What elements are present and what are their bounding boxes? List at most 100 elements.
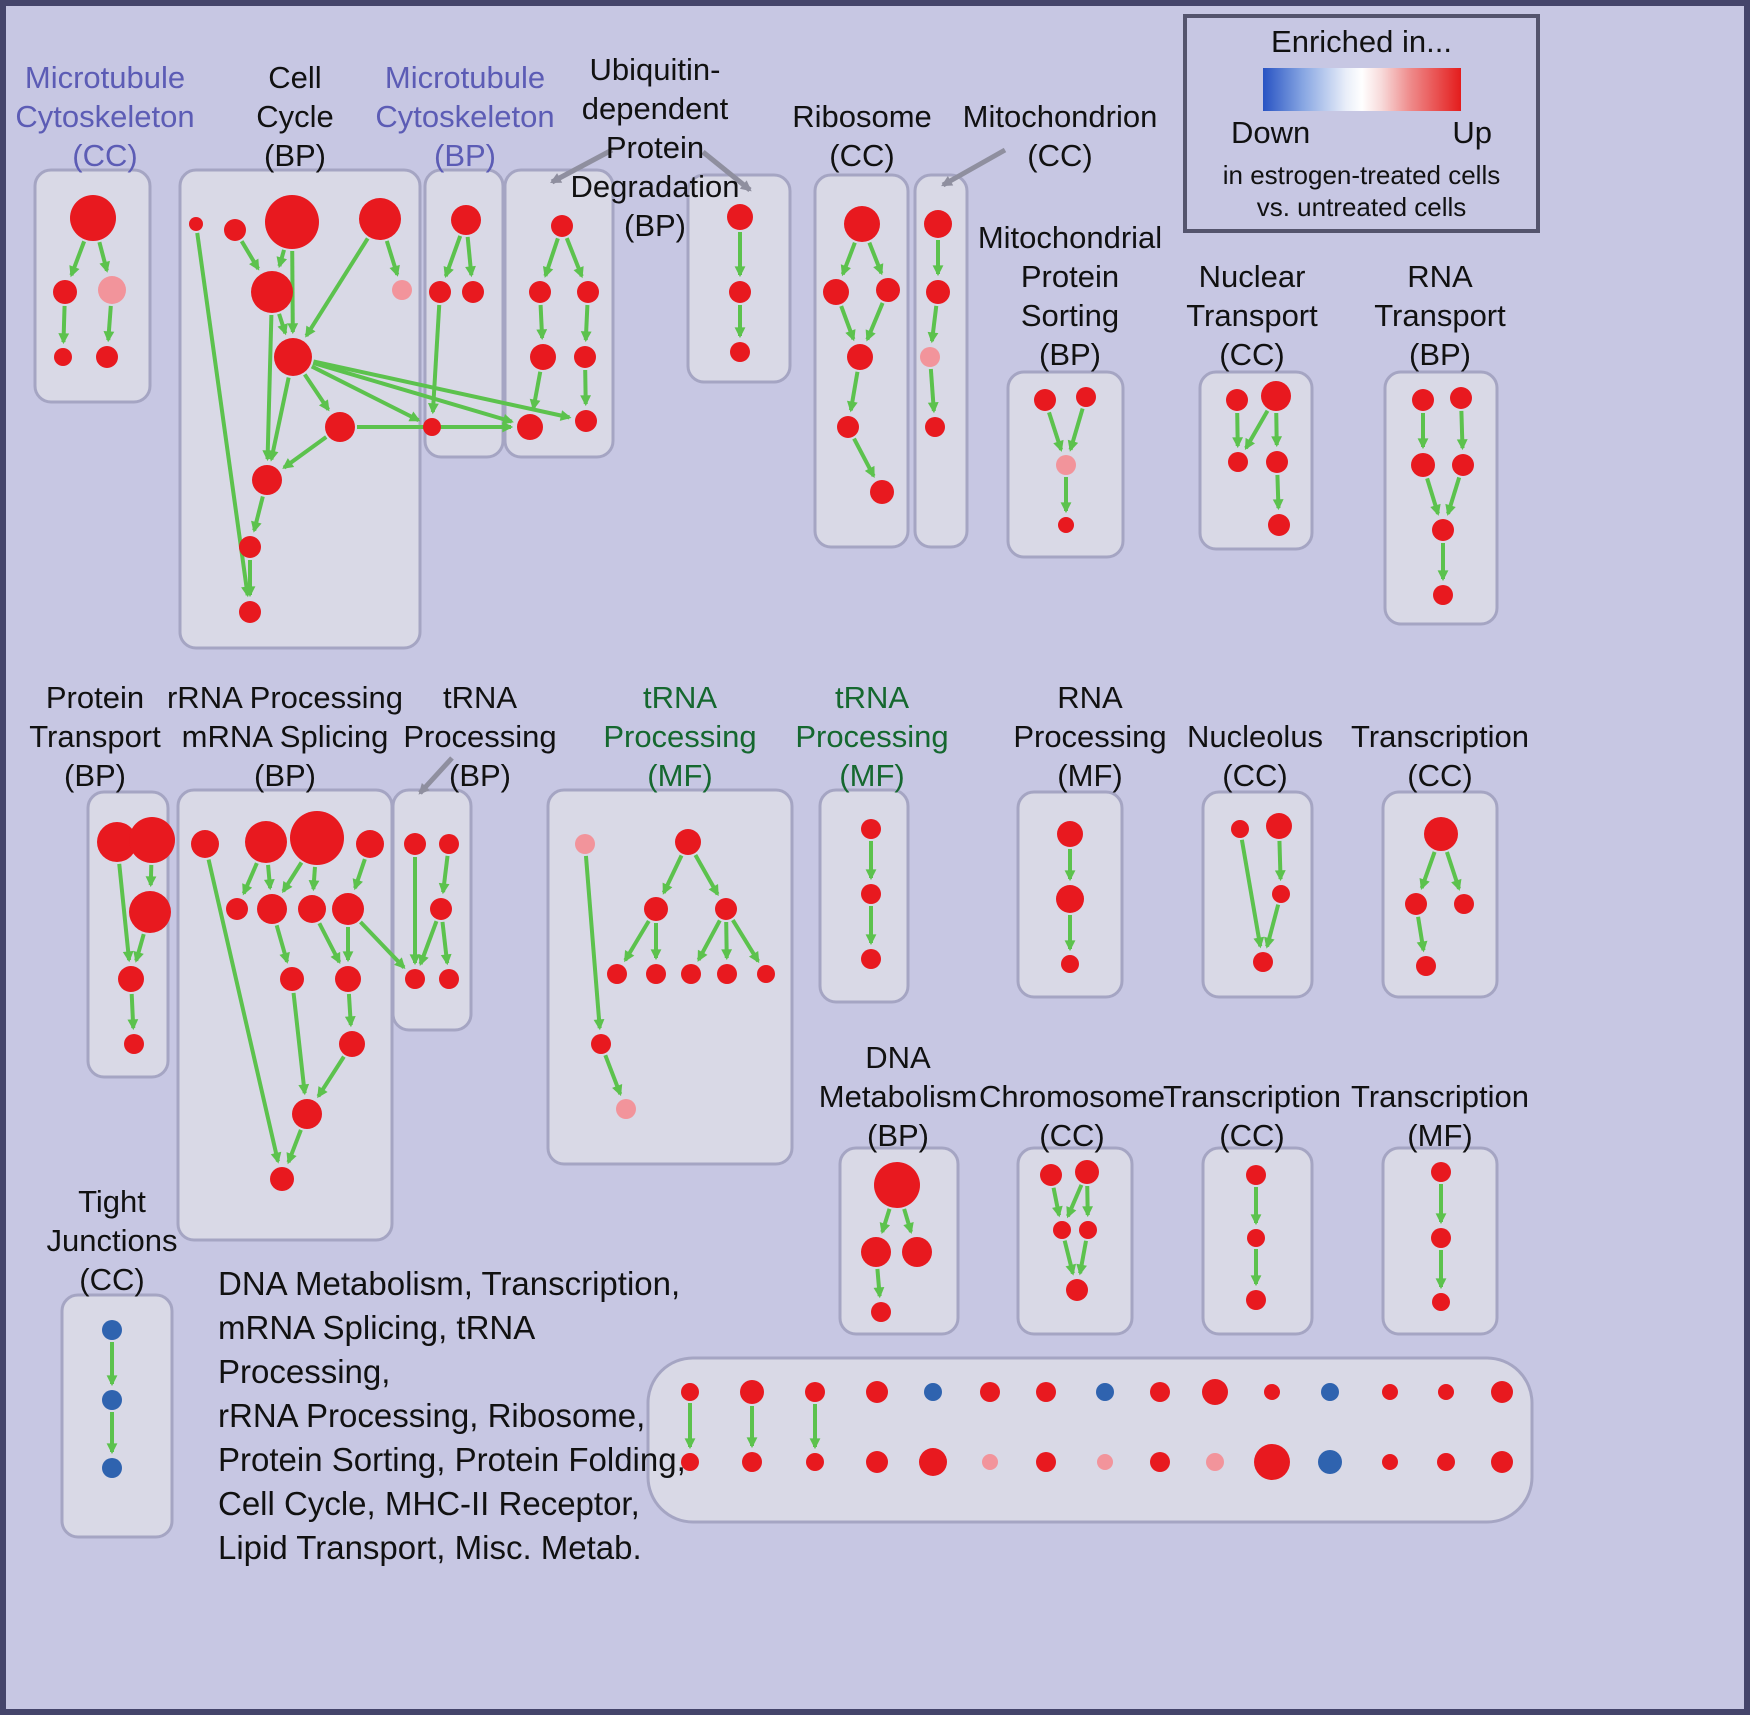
go-term-node [1034,389,1056,411]
go-term-node [1075,1160,1099,1184]
cluster-box-microtubule-cytoskeleton-bp [423,168,505,459]
go-term-node [805,1382,825,1402]
relation-edge [1416,916,1428,953]
go-term-node [429,281,451,303]
relation-edge [927,305,939,344]
relation-edge [542,237,560,278]
go-term-node [575,834,595,854]
go-term-node [102,1458,122,1478]
go-term-node [1272,885,1290,903]
relation-edge [317,922,342,965]
go-term-node [359,198,401,240]
go-term-node [644,897,668,921]
relation-edge [1082,1185,1094,1218]
relation-edge [263,864,275,891]
go-term-node [1231,820,1249,838]
go-term-node [270,1167,294,1191]
go-term-node [1040,1164,1062,1186]
legend-title: Enriched in... [1271,24,1452,59]
go-term-node [1254,1444,1290,1480]
go-term-node [924,1383,942,1401]
go-term-node [1437,1453,1455,1471]
cluster-label-mitochondrion-cc: Mitochondrion(CC) [963,99,1158,173]
label-pointer-arrow [701,150,752,192]
go-term-node [339,1031,365,1057]
relation-edge [310,364,421,423]
relation-edge [277,313,288,336]
go-term-node [1066,1279,1088,1301]
go-term-node [844,206,880,242]
go-term-node [1056,885,1084,913]
go-term-node [1097,1454,1113,1470]
go-term-node [274,338,312,376]
relation-edge [313,359,572,421]
relation-edge [359,920,406,970]
go-term-node [715,898,737,920]
go-term-node [870,480,894,504]
go-term-node [1382,1384,1398,1400]
go-term-node [1405,893,1427,915]
relation-edge [267,377,291,462]
go-term-node [1318,1450,1342,1474]
relation-edge [251,495,265,533]
relation-edge [262,314,274,462]
go-term-node [861,949,881,969]
go-term-node [616,1099,636,1119]
go-term-node [902,1237,932,1267]
go-term-node [189,217,203,231]
relation-edge [603,1054,623,1097]
go-term-node [298,895,326,923]
relation-edge [286,1129,303,1165]
cluster-box-dna-metabolism-bp [838,1146,960,1336]
relation-edge [1264,904,1281,949]
go-term-node [646,964,666,984]
relation-edge [865,302,885,342]
relation-edge [1456,410,1468,451]
cluster-label-chromosome-cc: Chromosome(CC) [979,1079,1165,1153]
relation-edge [418,920,439,967]
go-term-node [1266,813,1292,839]
go-term-node [1226,389,1248,411]
relation-edge [661,854,684,895]
relation-edge [846,371,860,413]
go-term-node [1150,1382,1170,1402]
go-term-node [1057,821,1083,847]
go-term-node [1438,1384,1454,1400]
go-term-node [1056,455,1076,475]
relation-edge [583,855,605,1031]
go-term-node [1261,381,1291,411]
label-pointer-arrow [550,147,614,185]
go-term-node [129,817,175,863]
go-term-node [926,280,950,304]
relation-edge [564,237,584,279]
go-term-node [681,964,701,984]
relation-edge [352,858,367,891]
go-term-node [837,416,859,438]
relation-edge [1445,476,1462,516]
go-term-node [1079,1221,1097,1239]
relation-edge [239,240,260,271]
go-term-node [423,418,441,436]
relation-edge [69,240,87,278]
relation-edge [304,237,370,338]
relation-edge [1445,851,1462,891]
go-term-node [124,1034,144,1054]
relation-edge [580,369,592,407]
go-term-node [245,821,287,863]
relation-edge [529,371,543,411]
go-term-node [1491,1381,1513,1403]
go-term-node [530,344,556,370]
go-term-node [392,280,412,300]
relation-edge [580,304,592,343]
go-term-node [1424,817,1458,851]
go-term-node [332,893,364,925]
go-term-node [70,195,116,241]
relation-edge [276,249,288,269]
go-term-node [439,834,459,854]
relation-edge [344,993,356,1028]
